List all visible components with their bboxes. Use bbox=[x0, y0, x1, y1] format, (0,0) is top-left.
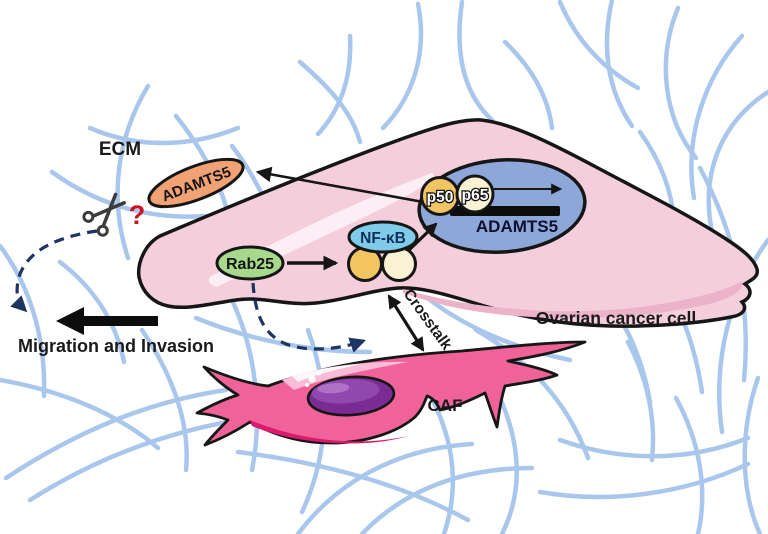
ecm-fiber bbox=[139, 327, 189, 473]
rab25-node: Rab25 bbox=[215, 245, 285, 281]
nfkb-to-nucleus-arrow bbox=[406, 222, 438, 253]
ecm-fiber bbox=[742, 375, 763, 534]
ecm-label: ECM bbox=[99, 139, 141, 160]
ecm-fiber bbox=[557, 435, 751, 459]
migration-invasion: Migration and Invasion bbox=[18, 307, 214, 356]
caf-glint bbox=[305, 383, 309, 387]
dashed-arrow-cleavage-to-migration bbox=[10, 229, 98, 313]
scissors-handle bbox=[96, 224, 109, 237]
rab25-label: Rab25 bbox=[226, 256, 274, 273]
nfkb-label: NF-κB bbox=[360, 230, 406, 247]
ecm-fiber bbox=[427, 297, 573, 363]
scissors-handle bbox=[82, 210, 95, 223]
migration-arrow-head bbox=[56, 307, 84, 335]
dashed-arrow-rab25-to-caf bbox=[251, 282, 367, 353]
caf-highlight bbox=[282, 361, 408, 390]
ecm-fiber bbox=[473, 327, 591, 461]
ecm-fiber bbox=[359, 465, 535, 534]
ecm-fiber bbox=[663, 5, 699, 161]
ecm-fiber bbox=[235, 449, 471, 523]
adamts5-secretion-arrow bbox=[255, 166, 435, 206]
ecm-fiber bbox=[49, 169, 209, 219]
ecm-fiber bbox=[57, 259, 127, 365]
p65-label: p65 bbox=[462, 187, 489, 204]
ecm-fiber bbox=[297, 59, 363, 145]
scissors-icon bbox=[82, 192, 126, 237]
adamts5-ellipse bbox=[147, 157, 245, 209]
p65-subunit bbox=[455, 174, 495, 214]
ecm-fiber bbox=[625, 339, 656, 463]
ecm-fiber bbox=[706, 89, 768, 235]
cancer-cell-shade bbox=[403, 281, 743, 319]
ecm-fiber bbox=[27, 415, 253, 503]
nfkb-cytoplasmic-complex: NF-κB bbox=[347, 220, 419, 282]
rab25-ellipse bbox=[215, 245, 285, 281]
ecm-fiber bbox=[457, 0, 495, 123]
caf-nucleus-shine bbox=[317, 383, 350, 394]
ecm-fiber bbox=[0, 377, 161, 451]
ecm-fiber bbox=[295, 441, 475, 534]
ecm-fiber bbox=[557, 0, 641, 91]
ecm-fiber bbox=[497, 395, 519, 534]
ecm-fiber bbox=[193, 315, 373, 355]
p50-label: p50 bbox=[427, 189, 454, 206]
caf-cell: CAF bbox=[195, 340, 587, 447]
ecm-fiber bbox=[604, 0, 635, 129]
adamts5-gene-label: ADAMTS5 bbox=[476, 217, 558, 236]
ecm-fiber bbox=[537, 461, 751, 500]
ecm-fiber bbox=[315, 33, 353, 137]
caf-shade bbox=[250, 420, 408, 444]
crosstalk-double-arrow bbox=[387, 294, 425, 352]
ecm-fiber bbox=[87, 125, 241, 146]
ecm-fiber bbox=[0, 243, 47, 399]
ovarian-cancer-cell-label: Ovarian cancer cell bbox=[536, 308, 697, 328]
ecm-fiber bbox=[689, 33, 745, 201]
ecm-fiber bbox=[380, 1, 424, 131]
question-mark: ? bbox=[129, 200, 146, 230]
nfkb-nuclear-dimer: p50 p65 bbox=[420, 174, 495, 216]
migration-label: Migration and Invasion bbox=[18, 336, 214, 356]
caf-glint bbox=[308, 375, 316, 383]
ecm-fiber bbox=[717, 237, 768, 435]
nfkb-tag bbox=[347, 220, 419, 254]
ecm-fiber bbox=[502, 39, 555, 131]
ecm-fiber bbox=[3, 387, 229, 481]
ecm-fiber bbox=[673, 395, 705, 534]
ecm-fiber bbox=[115, 83, 151, 261]
scissors-blade bbox=[91, 201, 126, 218]
caf-nucleus bbox=[306, 375, 396, 417]
caf-label: CAF bbox=[428, 396, 463, 415]
caf-glint bbox=[316, 370, 322, 376]
